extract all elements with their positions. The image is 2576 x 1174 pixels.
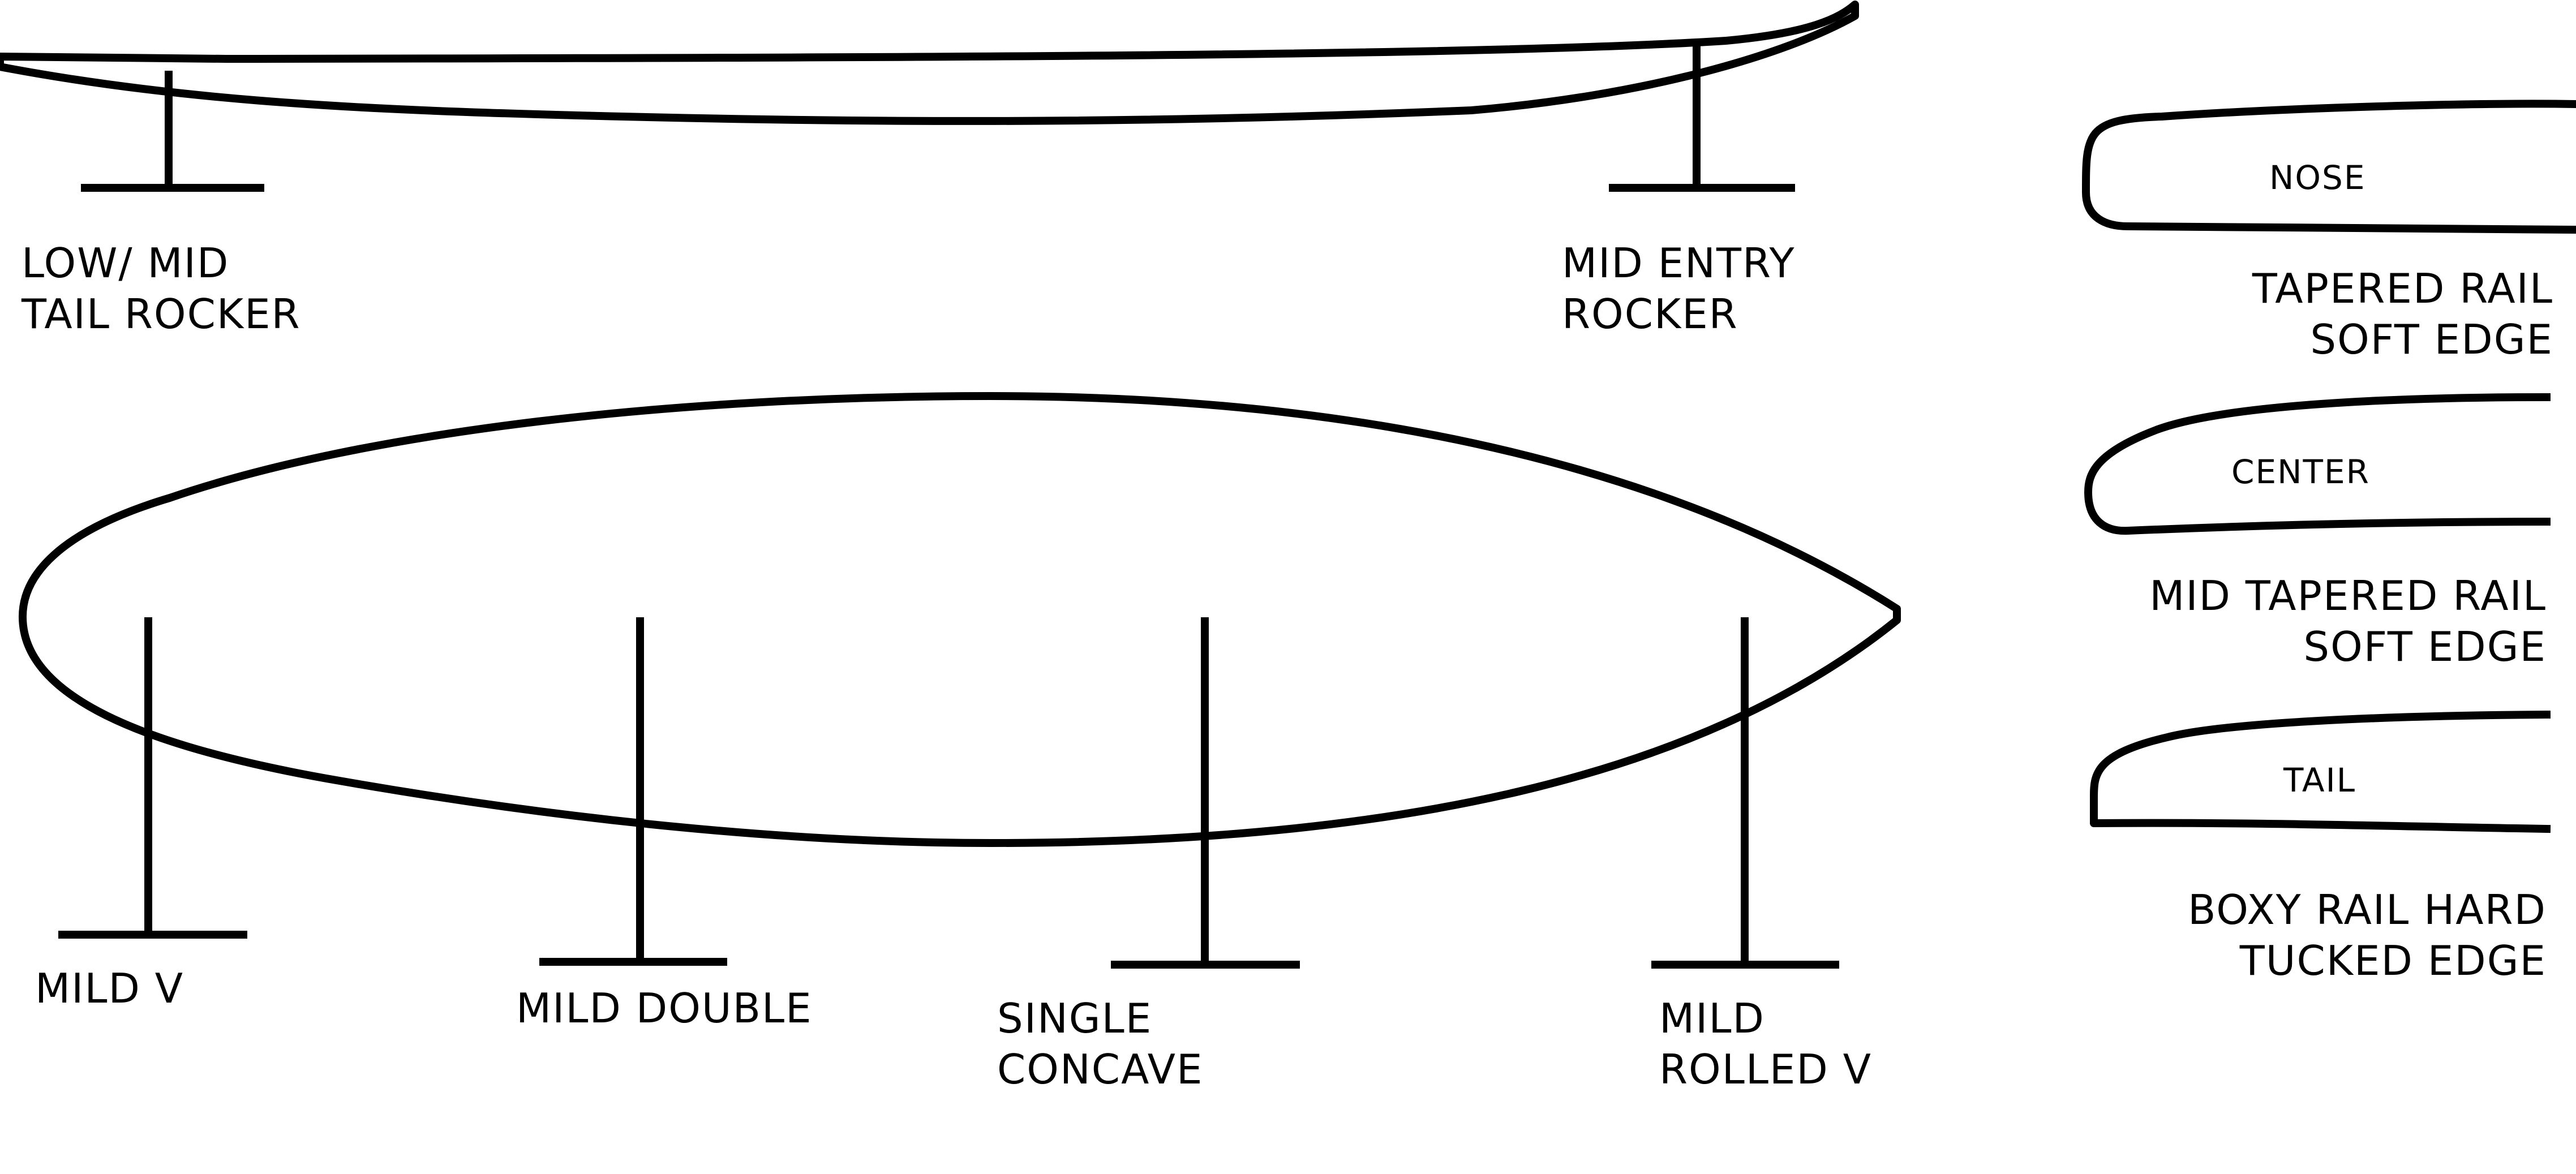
entry-rocker-marker: [1609, 44, 1795, 192]
mild-v-label: MILD V: [35, 965, 184, 1012]
tail-section-label: TAIL: [2283, 761, 2356, 799]
nose-rail-label: TAPERED RAIL SOFT EDGE: [2252, 265, 2553, 363]
single-concave-label: SINGLE CONCAVE: [997, 995, 1204, 1093]
mild-rolled-v-label: MILD ROLLED V: [1659, 995, 1872, 1093]
tail-rocker-label: LOW/ MID TAIL ROCKER: [22, 239, 301, 338]
single-concave-marker: [1111, 617, 1300, 969]
tail-rail-label: BOXY RAIL HARD TUCKED EDGE: [2188, 886, 2547, 984]
entry-rocker-label: MID ENTRY ROCKER: [1562, 239, 1796, 338]
mild-double-label: MILD DOUBLE: [516, 984, 813, 1032]
mild-rolled-v-marker: [1651, 617, 1839, 969]
tail-rocker-marker: [81, 71, 264, 192]
center-rail-profile: [2084, 393, 2551, 535]
tail-rail-profile: [2090, 710, 2551, 833]
center-section-label: CENTER: [2231, 453, 2370, 491]
nose-rail-profile: [2082, 100, 2576, 234]
mild-v-marker: [58, 617, 247, 939]
center-rail-label: MID TAPERED RAIL SOFT EDGE: [2149, 572, 2547, 670]
mild-double-marker: [539, 617, 727, 966]
nose-section-label: NOSE: [2269, 158, 2366, 197]
board-bottom-outline: [19, 392, 1901, 847]
board-side-profile: [0, 1, 1859, 125]
